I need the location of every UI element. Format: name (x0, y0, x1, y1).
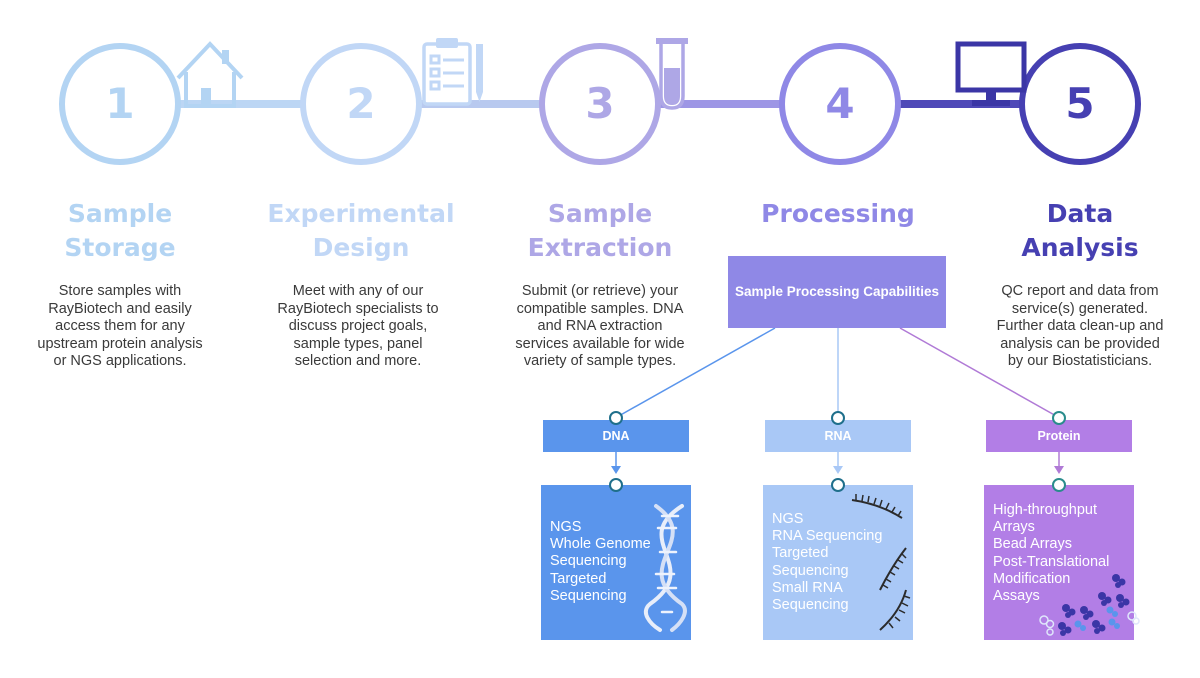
step-1-title: Sample Storage (10, 197, 230, 265)
dna-item: Sequencing (550, 553, 627, 570)
step-5-circle (1019, 43, 1141, 165)
protein-item: High-throughput (993, 502, 1097, 518)
link-capability-dna (616, 327, 776, 418)
step-1-desc-line: upstream protein analysis (37, 335, 203, 352)
step-4-title-line1: Processing (761, 199, 915, 228)
computer-monitor-icon (955, 41, 1027, 106)
step-1-desc-line: or NGS applications. (53, 353, 187, 369)
dna-detail-box (541, 485, 691, 640)
step-3-desc-line: compatible samples. DNA (516, 300, 684, 317)
step-2-title-line1: Experimental (267, 199, 455, 228)
step-2-circle (300, 43, 422, 165)
step-2-desc-line: RayBiotech specialists to (277, 300, 439, 317)
dna-bar-label: DNA (602, 429, 630, 443)
node-dna-top (609, 411, 623, 425)
step-5-desc-line: QC report and data from (1001, 283, 1159, 299)
step-5-desc-line: service(s) generated. (1011, 300, 1149, 317)
node-protein-top (1052, 411, 1066, 425)
step-1-title-line2: Storage (64, 233, 176, 262)
protein-molecules-icon (1039, 574, 1140, 636)
step-5-desc-line: analysis can be provided (1000, 335, 1160, 352)
step-3-title-line1: Sample (547, 199, 653, 228)
step-3-desc-line: services available for wide (515, 335, 685, 352)
protein-item: Assays (993, 588, 1040, 605)
step-2-desc-line: Meet with any of our (292, 283, 424, 299)
dna-item: NGS (550, 519, 582, 535)
rna-items: NGS RNA Sequencing Targeted Sequencing S… (763, 511, 913, 614)
step-1-number: 1 (105, 79, 135, 128)
node-dna-box (609, 478, 623, 492)
step-2-desc-line: sample types, panel (293, 335, 423, 352)
capabilities-label: Sample Processing Capabilities (734, 284, 940, 299)
step-1-description: Store samples with RayBiotech and easily… (20, 283, 220, 371)
protein-bar: Protein (986, 420, 1132, 452)
step-1-desc-line: Store samples with (58, 283, 182, 299)
step-3-circle (539, 43, 661, 165)
dna-item: Targeted (550, 570, 607, 587)
step-1-desc-line: access them for any (55, 318, 185, 334)
capabilities-box (728, 256, 946, 328)
node-rna-top (831, 411, 845, 425)
step-3-description: Submit (or retrieve) your compatible sam… (500, 283, 700, 371)
step-3-desc-line: Submit (or retrieve) your (521, 283, 679, 299)
node-protein-box (1052, 478, 1066, 492)
step-1-desc-line: RayBiotech and easily (48, 300, 192, 317)
house-icon (176, 41, 244, 108)
step-2-desc-line: discuss project goals, (288, 318, 428, 334)
protein-items: High-throughput Arrays Bead Arrays Post-… (984, 502, 1134, 605)
step-4-title: Processing (728, 197, 948, 231)
step-3-title: Sample Extraction (490, 197, 710, 265)
arrow-dna (611, 452, 621, 474)
rna-item: RNA Sequencing (772, 528, 883, 545)
rna-bar-label: RNA (824, 429, 852, 443)
rna-item: Sequencing (772, 562, 849, 579)
dna-item: Sequencing (550, 587, 627, 604)
step-5-desc-line: by our Biostatisticians. (1007, 353, 1153, 369)
rna-bar: RNA (765, 420, 911, 452)
rna-item: Targeted (772, 545, 829, 562)
step-2-desc-line: selection and more. (294, 353, 422, 369)
step-1-title-line1: Sample (67, 199, 173, 228)
arrow-rna (833, 452, 843, 474)
rna-item: Sequencing (772, 597, 849, 614)
step-2-description: Meet with any of our RayBiotech speciali… (258, 283, 458, 371)
protein-detail-box (984, 485, 1134, 640)
dna-bar: DNA (543, 420, 689, 452)
step-3-desc-line: and RNA extraction (537, 318, 663, 334)
step-5-number: 5 (1065, 79, 1095, 128)
step-5-title-line1: Data (1046, 199, 1114, 228)
step-5-description: QC report and data from service(s) gener… (980, 283, 1180, 371)
step-3-number: 3 (585, 79, 615, 128)
link-capability-protein (899, 327, 1059, 418)
step-3-desc-line: variety of sample types. (523, 353, 677, 369)
test-tube-icon (656, 38, 688, 110)
dna-helix-icon (643, 504, 687, 632)
step-5-title-line2: Analysis (1021, 233, 1139, 262)
step-1-circle (59, 43, 181, 165)
clipboard-checklist-icon (422, 38, 483, 106)
arrow-protein (1054, 452, 1064, 474)
step-5-title: Data Analysis (970, 197, 1190, 265)
step-3-title-line2: Extraction (527, 233, 673, 262)
dna-items: NGS Whole Genome Sequencing Targeted Seq… (541, 519, 691, 605)
node-rna-box (831, 478, 845, 492)
protein-item: Modification (993, 570, 1071, 587)
step-4-number: 4 (825, 79, 855, 128)
protein-item: Arrays (993, 519, 1035, 536)
step-2-number: 2 (346, 79, 376, 128)
step-2-title: Experimental Design (251, 197, 471, 265)
protein-item: Bead Arrays (993, 536, 1072, 553)
protein-bar-label: Protein (1037, 429, 1081, 443)
rna-item: Small RNA (772, 579, 843, 596)
step-5-desc-line: Further data clean-up and (996, 318, 1164, 334)
dna-item: Whole Genome (550, 536, 651, 553)
protein-item: Post-Translational (993, 553, 1110, 570)
rna-strand-icon (851, 494, 911, 631)
step-4-circle (779, 43, 901, 165)
rna-item: NGS (772, 511, 804, 527)
step-2-title-line2: Design (312, 233, 410, 262)
